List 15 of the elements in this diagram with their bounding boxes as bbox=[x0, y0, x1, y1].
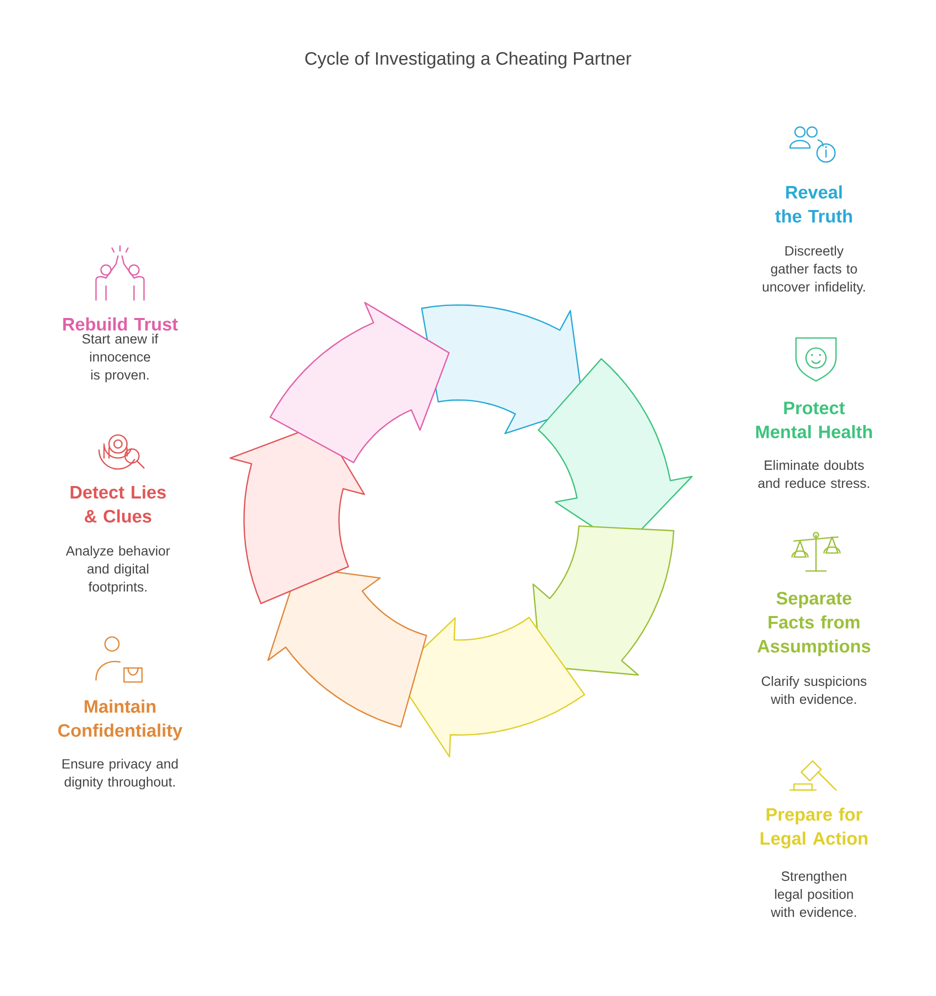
step-heading: Prepare for Legal Action bbox=[760, 808, 868, 848]
step-heading: Protect Mental Health bbox=[756, 402, 872, 438]
step-description: Analyze behavior and digital footprints. bbox=[66, 546, 170, 594]
step-heading: Detect Lies & Clues bbox=[70, 485, 166, 523]
step-description: Start anew if innocence is proven. bbox=[82, 334, 158, 382]
step-description: Eliminate doubts and reduce stress. bbox=[758, 460, 870, 488]
step-heading: Rebuild Trust bbox=[63, 317, 178, 331]
step-description: Clarify suspicions with evidence. bbox=[762, 676, 866, 704]
step-description: Strengthen legal position with evidence. bbox=[770, 871, 856, 917]
step-heading: Maintain Confidentiality bbox=[58, 700, 182, 740]
step-heading: Separate Facts from Assumptions bbox=[757, 592, 870, 656]
step-heading: Reveal the Truth bbox=[775, 185, 852, 223]
step-description: Discreetly gather facts to uncover infidelity. bbox=[762, 246, 865, 294]
step-description: Ensure privacy and dignity throughout. bbox=[62, 758, 178, 790]
diagram-title: Cycle of Investigating a Cheating Partner bbox=[305, 52, 632, 68]
